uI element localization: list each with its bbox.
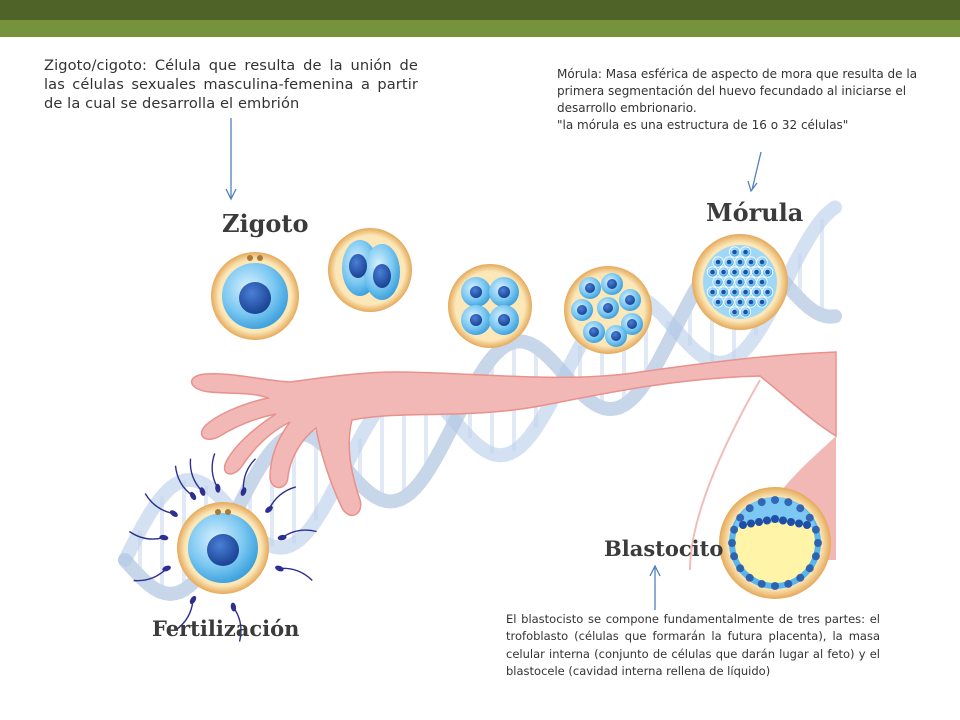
arrow-morula [747, 151, 762, 193]
header-accent-bar [0, 20, 960, 37]
cell-blastocito [719, 487, 831, 599]
arrow-zigoto [225, 118, 237, 201]
sperm-icon [129, 453, 317, 642]
label-blastocito: Blastocito [604, 536, 723, 561]
cell-morula [692, 234, 788, 330]
note-blastocito: El blastocisto se compone fundamentalmen… [506, 612, 880, 678]
arrow-blastocito [649, 564, 661, 610]
note-morula-definition: Mórula: Masa esférica de aspecto de mora… [557, 67, 918, 115]
cell-zigoto [211, 252, 299, 340]
cell-eight-cell-stage [564, 266, 652, 354]
cell-four-cell-stage [448, 264, 532, 348]
cell-fertilizacion [177, 502, 269, 594]
header-bar [0, 0, 960, 20]
cell-two-cell-stage [328, 228, 412, 312]
note-zigoto: Zigoto/cigoto: Célula que resulta de la … [44, 57, 418, 112]
label-zigoto: Zigoto [222, 209, 309, 238]
label-morula: Mórula [706, 198, 803, 227]
note-morula-quote: "la mórula es una estructura de 16 o 32 … [557, 118, 849, 132]
label-fertilizacion: Fertilización [152, 616, 299, 641]
note-morula: Mórula: Masa esférica de aspecto de mora… [557, 66, 937, 134]
